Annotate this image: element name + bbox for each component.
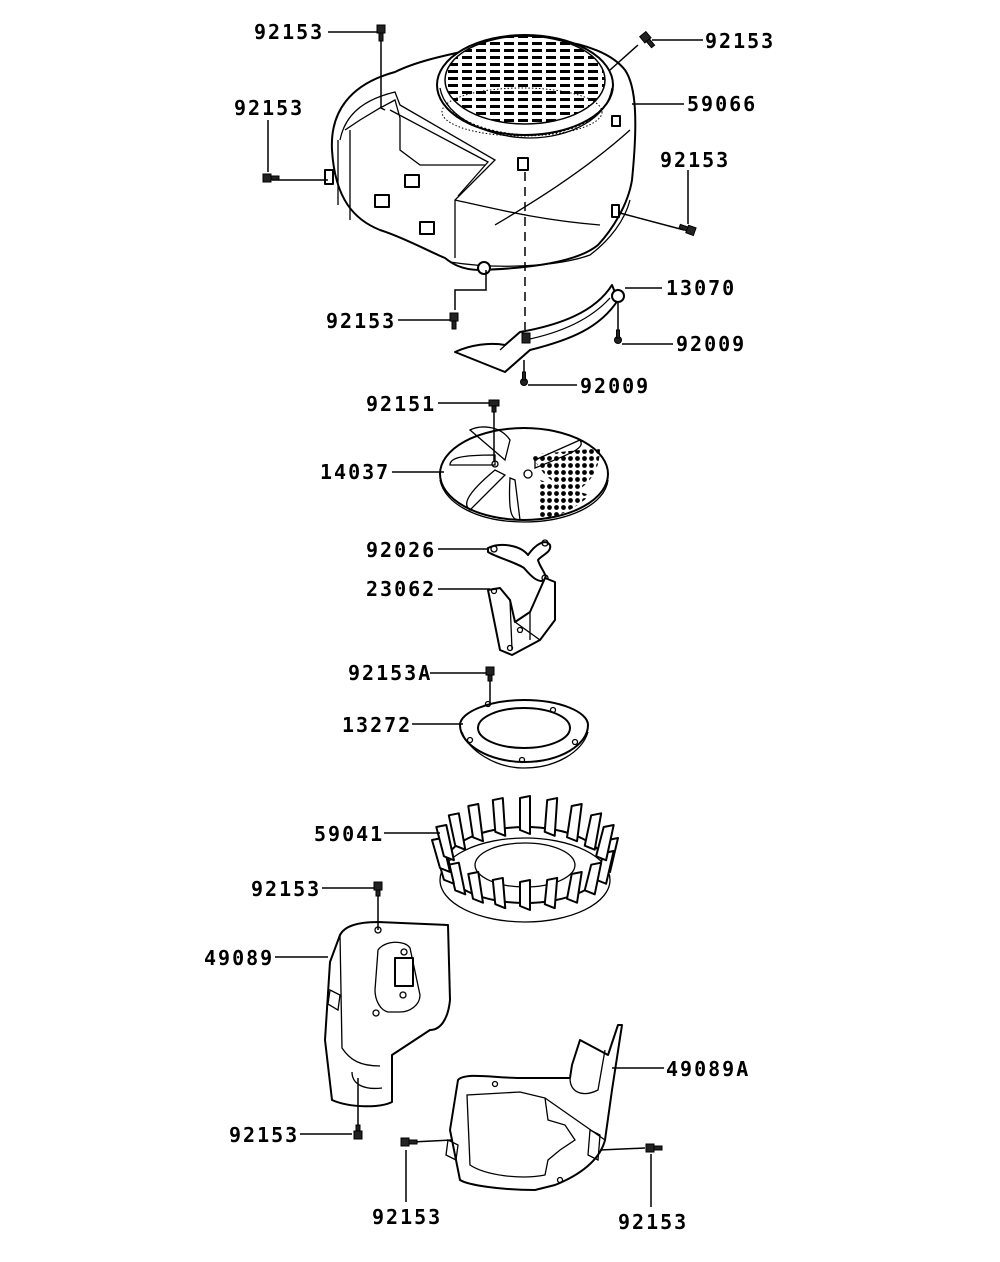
bolt-icon	[645, 1143, 663, 1153]
callout-label: 92153	[229, 1123, 300, 1147]
fasteners	[262, 24, 697, 1153]
callout-label: 59066	[687, 92, 758, 116]
callout-label: 92151	[366, 392, 437, 416]
air-shroud	[454, 284, 625, 373]
screw-icon	[520, 371, 528, 386]
bolt-icon	[639, 30, 656, 49]
fan-blade	[543, 876, 559, 910]
spider-plate	[487, 539, 552, 582]
fan-blade	[467, 870, 484, 904]
callout-label: 92153	[251, 877, 322, 901]
callout-label: 92009	[580, 374, 651, 398]
fan-blade	[543, 797, 559, 837]
screen-bracket	[487, 577, 556, 656]
bolt-icon	[353, 1124, 363, 1140]
callout-label: 92009	[676, 332, 747, 356]
cylinder-shroud-left	[324, 921, 451, 1108]
callout-label: 92153	[234, 96, 305, 120]
ring-plate	[459, 699, 589, 769]
bolt-icon	[488, 399, 500, 413]
cylinder-shroud-right	[445, 1024, 623, 1191]
callout-label: 49089	[204, 946, 275, 970]
callout-label: 14037	[320, 460, 391, 484]
screw-icon	[614, 329, 622, 344]
fan-blade	[491, 797, 507, 837]
bolt-icon	[449, 312, 459, 330]
callout-label: 13070	[666, 276, 737, 300]
rotating-screen	[439, 426, 609, 523]
fan-blade	[519, 879, 531, 911]
callout-label: 92153	[660, 148, 731, 172]
callout-label: 92153	[372, 1205, 443, 1229]
bolt-icon	[678, 223, 697, 237]
blower-housing	[324, 34, 637, 275]
bolt-icon	[262, 173, 280, 183]
callout-label: 59041	[314, 822, 385, 846]
leader-lines	[267, 31, 703, 1207]
callout-label: 23062	[366, 577, 437, 601]
fan-blade	[435, 824, 455, 862]
callout-label: 92153	[705, 29, 776, 53]
fan-blade	[491, 876, 507, 910]
callout-label: 49089A	[666, 1057, 751, 1081]
callout-label: 92153A	[348, 661, 433, 685]
fan-blade	[566, 870, 583, 904]
fan-blade	[447, 812, 467, 851]
callout-label: 92026	[366, 538, 437, 562]
fan-blade	[467, 803, 484, 843]
bolt-icon	[485, 666, 495, 682]
fan-blade	[595, 824, 615, 862]
fan-blade	[519, 795, 531, 835]
cooling-fan	[431, 795, 619, 923]
fan-blade	[583, 861, 603, 896]
callout-label: 92153	[618, 1210, 689, 1234]
bolt-icon	[400, 1137, 418, 1147]
fan-blade	[583, 812, 603, 851]
callout-label: 92153	[326, 309, 397, 333]
callout-label: 92153	[254, 20, 325, 44]
fan-blades	[431, 795, 619, 911]
bolt-icon	[373, 881, 383, 897]
callout-label: 13272	[342, 713, 413, 737]
bolt-icon	[376, 24, 386, 42]
fan-blade	[566, 803, 583, 843]
